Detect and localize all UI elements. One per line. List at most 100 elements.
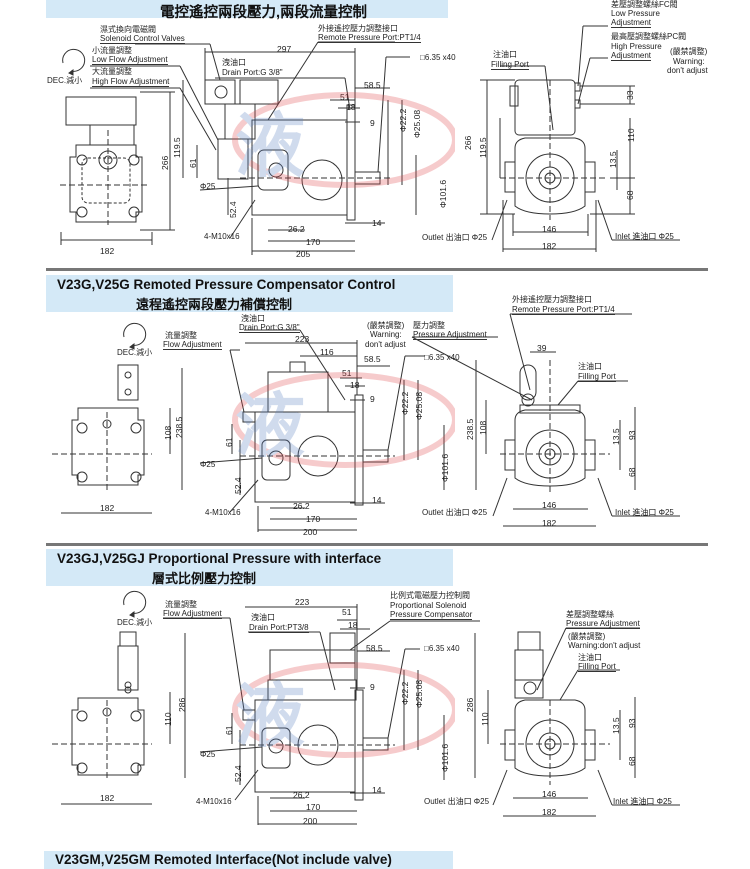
dim-51-2: 51 — [342, 368, 352, 378]
dim-9-2: 9 — [370, 394, 375, 404]
section4-title-band — [44, 851, 453, 869]
dim-200-2: 200 — [303, 527, 318, 537]
dim-52-4: 52.4 — [228, 201, 238, 218]
flow-adjust-label-en-3: Flow Adjustment — [163, 609, 222, 619]
dim-14-3: 14 — [372, 785, 382, 795]
section1-title-band — [46, 0, 448, 18]
drain-port-label-en-3: Drain Port:PT3/8 — [249, 623, 309, 633]
remote-port-label-zh-2: 外接遙控壓力調整接口 — [512, 295, 592, 304]
dim-14-2: 14 — [372, 495, 382, 505]
pressure-adjust-label-en-3: Pressure Adjustment — [566, 619, 640, 629]
low-pressure-label-en1: Low Pressure — [611, 9, 660, 18]
prop-valve-label-zh-3: 比例式電磁壓力控制閥 — [390, 591, 470, 600]
dim-phi101-2: Φ101.6 — [440, 453, 450, 482]
shaft-key-label-2: □6.35 x40 — [424, 353, 460, 362]
dim-phi101-3: Φ101.6 — [440, 743, 450, 772]
port-phi25-label: Φ25 — [200, 182, 216, 191]
watermark-logo-2: 液 — [232, 372, 455, 468]
high-flow-label-zh: 大流量調整 — [92, 67, 132, 76]
flow-adjust-label-en-2: Flow Adjustment — [163, 340, 222, 350]
dim-front-182-2: 182 — [100, 503, 115, 513]
dim-side-146-3: 146 — [542, 789, 557, 799]
dim-phi25: Φ25.08 — [412, 109, 422, 138]
filling-port-label-zh-3: 注油口 — [578, 653, 602, 662]
section2-title-band — [46, 275, 453, 312]
dim-side-110-3: 110 — [480, 712, 490, 726]
dim-52-4-3: 52.4 — [233, 765, 243, 782]
section1-title-zh: 電控遙控兩段壓力,兩段流量控制 — [160, 5, 368, 21]
side-view-pump-2 — [240, 361, 395, 506]
dim-18: 18 — [346, 102, 356, 112]
rotation-direction-icon-3 — [123, 590, 147, 618]
section4-title-en: V23GM,V25GM Remoted Interface(Not includ… — [55, 852, 392, 867]
dim-side-286-3: 286 — [465, 697, 475, 712]
remote-port-label-en-2: Remote Pressure Port:PT1/4 — [512, 305, 615, 315]
warning-label-zh-2: (嚴禁調整) — [367, 321, 405, 330]
inlet-label-2: Inlet 進油口 Φ25 — [615, 508, 674, 517]
warning-label-en2: don't adjust — [667, 66, 708, 75]
dim-side-13-5-3: 13.5 — [611, 717, 621, 734]
bolts-label: 4-M10x16 — [204, 232, 240, 241]
dim-side-182: 182 — [542, 241, 557, 251]
solenoid-valve-label-en: Solenoid Control Valves — [100, 34, 185, 44]
dim-side-68-3: 68 — [627, 756, 637, 766]
dim-side-119-5: 119.5 — [478, 137, 488, 158]
shaft-key-label-3: □6.35 x40 — [424, 644, 460, 653]
dim-side-266: 266 — [463, 135, 473, 150]
port-phi25-label-2: Φ25 — [200, 460, 216, 469]
high-pressure-label-en2: Adjustment — [611, 51, 652, 61]
dim-52-4-2: 52.4 — [233, 477, 243, 494]
drain-port-label-en-2: Drain Port:G 3/8" — [239, 323, 300, 333]
side-view-pump-3 — [240, 632, 395, 801]
remote-port-label-en: Remote Pressure Port:PT1/4 — [318, 33, 421, 43]
front-view-pump — [60, 96, 150, 225]
dim-side-238-5-2: 238.5 — [465, 418, 475, 440]
bolts-label-2: 4-M10x16 — [205, 508, 241, 517]
drain-port-label-zh-2: 洩油口 — [241, 314, 265, 323]
dim-205: 205 — [296, 249, 311, 259]
dim-front-182-3: 182 — [100, 793, 115, 803]
solenoid-valve-label-zh: 濕式換向電磁閥 — [100, 25, 156, 34]
dim-side-146-2: 146 — [542, 500, 557, 510]
dim-phi22-3: Φ22.2 — [400, 681, 410, 705]
dim-phi22-2: Φ22.2 — [400, 391, 410, 415]
dim-phi101: Φ101.6 — [438, 179, 448, 208]
front-view-pump-3 — [52, 631, 152, 780]
dim-side-110: 110 — [626, 128, 636, 142]
section-divider-1 — [46, 268, 708, 271]
filling-port-label-zh-2: 注油口 — [578, 362, 602, 371]
high-pressure-label-zh: 最高壓調整螺絲PC閥 — [611, 32, 687, 41]
remote-port-label-zh: 外接遙控壓力調整接口 — [318, 24, 398, 33]
pressure-adjust-label-en-2: Pressure Adjustment — [413, 330, 487, 340]
dim-side-39-2: 39 — [537, 343, 547, 353]
dim-297: 297 — [277, 44, 292, 54]
pressure-adjust-label-zh-2: 壓力調整 — [413, 321, 445, 330]
pressure-adjust-label-zh-3: 差壓調整螺絲 — [566, 610, 614, 619]
dim-side-108-2: 108 — [478, 420, 488, 435]
dim-58-5-2: 58.5 — [364, 354, 381, 364]
dim-223-3: 223 — [295, 597, 310, 607]
side-view-pump — [204, 79, 390, 221]
front-view-pump-2 — [52, 364, 152, 490]
dim-9-3: 9 — [370, 682, 375, 692]
section2-title-zh: 遠程遙控兩段壓力補償控制 — [136, 297, 293, 312]
section-divider-2 — [46, 543, 708, 546]
dim-51: 51 — [340, 92, 350, 102]
outlet-label-3: Outlet 出油口 Φ25 — [424, 797, 490, 806]
dim-18-3: 18 — [348, 620, 358, 630]
dim-side-33: 33 — [625, 90, 635, 100]
dim-200-3: 200 — [303, 816, 318, 826]
dim-side-93-3: 93 — [627, 718, 637, 728]
filling-port-label-zh: 注油口 — [493, 50, 517, 59]
section2-title-en: V23G,V25G Remoted Pressure Compensator C… — [57, 277, 396, 292]
high-pressure-label-en1: High Pressure — [611, 42, 662, 51]
rotation-direction-icon — [62, 48, 86, 76]
dim-170: 170 — [306, 237, 321, 247]
outlet-label: Outlet 出油口 Φ25 — [422, 233, 488, 242]
dim-14: 14 — [372, 218, 382, 228]
svg-text:液: 液 — [235, 677, 305, 755]
dim-223-2: 223 — [295, 334, 310, 344]
dim-170-3: 170 — [306, 802, 321, 812]
prop-valve-label-en2-3: Pressure Compensator — [390, 610, 473, 620]
dim-front-108-2: 108 — [163, 425, 173, 440]
